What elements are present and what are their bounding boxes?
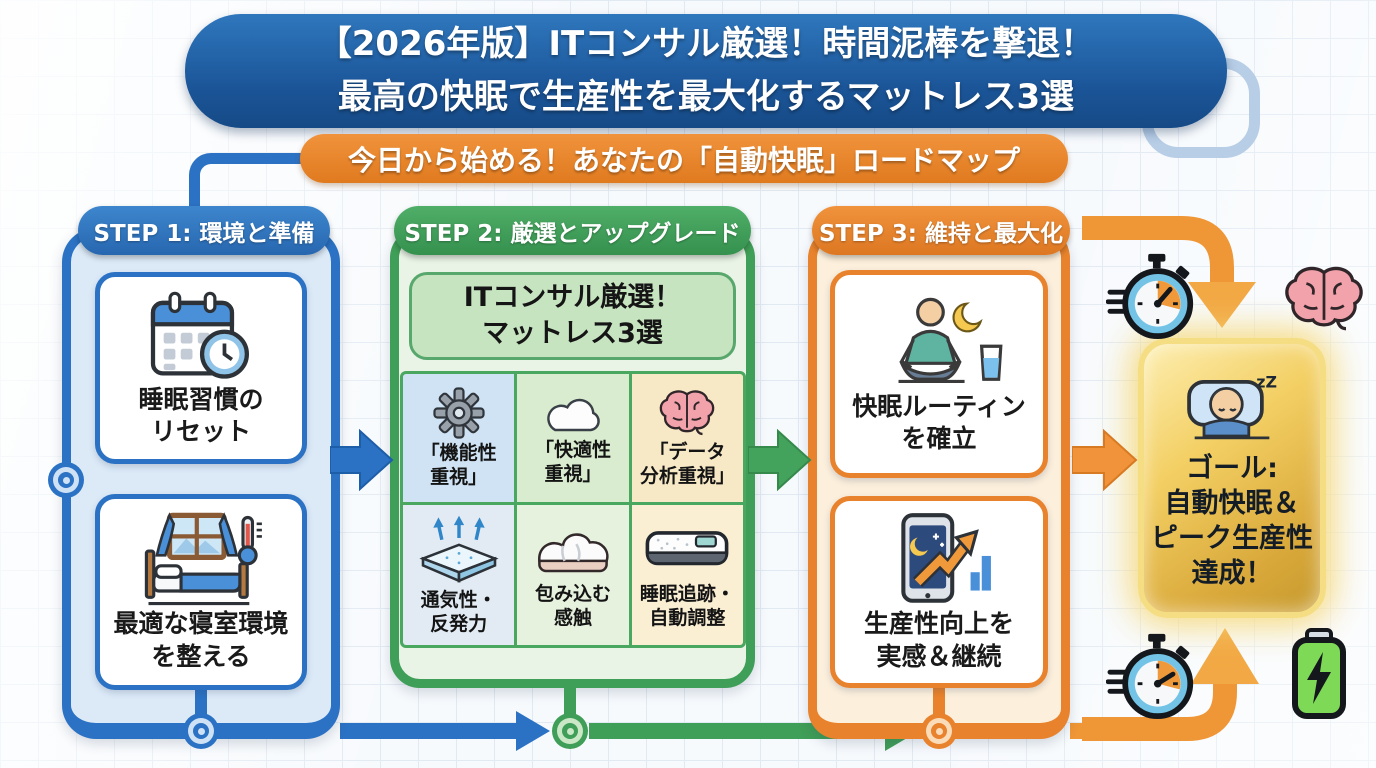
step3-card-productivity: 生産性向上を 実感＆継続: [830, 496, 1048, 688]
node-ring-left: [48, 462, 84, 498]
step3-card2-label: 生産性向上を 実感＆継続: [863, 609, 1014, 671]
stopwatch-icon: [1106, 633, 1194, 720]
step3-card1-label: 快眠ルーティン を確立: [852, 391, 1026, 454]
grid-cell-enveloping: 包み込む 感触: [517, 505, 629, 645]
step1-header-label: STEP 1: 環境と準備: [93, 220, 315, 247]
cloud-icon: [547, 398, 600, 431]
step1-card-bedroom: 最適な寝室環境 を整える: [95, 494, 307, 690]
stopwatch-icon: [1106, 253, 1194, 340]
goal-text: ゴール: 自動快眠＆ ピーク生産性 達成！: [1151, 452, 1313, 590]
grid-cell-functional: 「機能性 重視」: [403, 374, 515, 502]
title-line1: 【2026年版】ITコンサル厳選！時間泥棒を撃退！: [317, 24, 1095, 65]
gear-icon: [433, 387, 485, 439]
step1-card1-label: 睡眠習慣の リセット: [138, 384, 264, 447]
arrow-step2-to-step3: [748, 428, 812, 492]
node-ring-step2: [552, 713, 588, 749]
pipeline-arrowhead-blue: [516, 711, 550, 751]
step3-header: STEP 3: 維持と最大化: [812, 206, 1070, 255]
battery-icon: [1292, 628, 1346, 719]
step1-card-sleep-habit: 睡眠習慣の リセット: [95, 272, 307, 464]
bedroom-icon: [144, 512, 262, 606]
title-banner: 【2026年版】ITコンサル厳選！時間泥棒を撃退！ 最高の快眠で生産性を最大化す…: [185, 14, 1227, 128]
brain-icon: [1285, 266, 1363, 331]
brain-icon: [660, 390, 715, 435]
grid-cell-tracking: 睡眠追跡・ 自動調整: [631, 505, 743, 645]
mattress-soft-icon: [538, 533, 609, 573]
mattress-airflow-icon: [419, 515, 499, 583]
meditation-icon: [898, 297, 1003, 383]
sleeping-person-icon: zZ: [1187, 372, 1277, 440]
step2-header-label: STEP 2: 厳選とアップグレード: [404, 220, 741, 247]
step3-header-label: STEP 3: 維持と最大化: [818, 220, 1064, 247]
arrow-step3-to-goal: [1072, 428, 1138, 492]
title-line2: 最高の快眠で生産性を最大化するマットレス3選: [337, 77, 1075, 117]
step1-header: STEP 1: 環境と準備: [78, 206, 330, 255]
step2-header: STEP 2: 厳選とアップグレード: [394, 206, 751, 255]
mattress-smart-icon: [645, 530, 729, 566]
grid-cell-breathable: 通気性・ 反発力: [403, 505, 515, 645]
step2-inner-title: ITコンサル厳選！ マットレス3選: [409, 272, 736, 360]
step3-card-routine: 快眠ルーティン を確立: [830, 270, 1048, 478]
subtitle-text: 今日から始める！あなたの「自動快眠」ロードマップ: [347, 143, 1020, 177]
node-ring-step3: [921, 713, 957, 749]
pipeline-bar-blue: [340, 723, 516, 739]
goal-box: zZ ゴール: 自動快眠＆ ピーク生産性 達成！: [1138, 338, 1326, 618]
phone-chart-icon: [901, 513, 991, 603]
node-ring-step1: [183, 713, 219, 749]
grid-cell-data: 「データ 分析重視」: [631, 374, 743, 502]
grid-cell-comfort: 「快適性 重視」: [517, 374, 629, 502]
arrow-step1-to-step2: [330, 428, 394, 492]
subtitle-banner: 今日から始める！あなたの「自動快眠」ロードマップ: [300, 134, 1068, 183]
step2-mattress-grid: 「機能性 重視」 「快適性 重視」 「データ 分析重視」: [400, 371, 746, 648]
step1-card2-label: 最適な寝室環境 を整える: [113, 609, 289, 671]
calendar-clock-icon: [150, 291, 249, 379]
